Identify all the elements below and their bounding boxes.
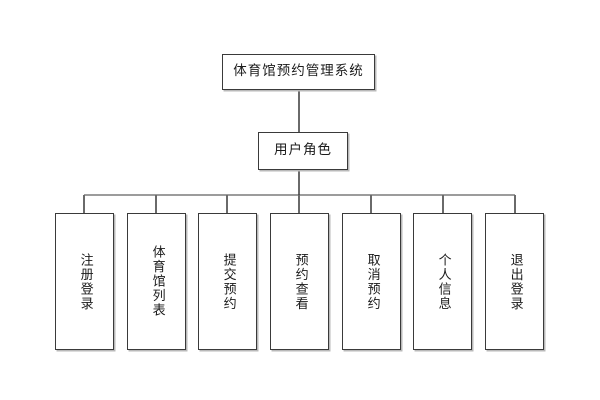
node-function-cancel-booking: 取消预约 bbox=[342, 213, 401, 350]
node-function-gym-list: 体育馆列表 bbox=[127, 213, 186, 350]
node-function-personal-info: 个人信息 bbox=[413, 213, 472, 350]
node-function-logout: 退出登录 bbox=[485, 213, 544, 350]
node-function-label: 提交预约 bbox=[220, 252, 236, 311]
node-function-label: 体育馆列表 bbox=[149, 245, 165, 318]
node-function-label: 取消预约 bbox=[364, 252, 380, 311]
node-function-label: 退出登录 bbox=[507, 252, 523, 311]
node-root-label: 体育馆预约管理系统 bbox=[233, 63, 364, 80]
node-root-system: 体育馆预约管理系统 bbox=[222, 54, 375, 90]
node-function-label: 预约查看 bbox=[292, 252, 308, 311]
node-user-role: 用户角色 bbox=[258, 132, 348, 170]
node-user-role-label: 用户角色 bbox=[274, 142, 332, 159]
node-function-register-login: 注册登录 bbox=[55, 213, 114, 350]
node-function-submit-booking: 提交预约 bbox=[198, 213, 257, 350]
node-function-view-booking: 预约查看 bbox=[270, 213, 329, 350]
node-function-label: 个人信息 bbox=[435, 252, 451, 311]
node-function-label: 注册登录 bbox=[77, 252, 93, 311]
